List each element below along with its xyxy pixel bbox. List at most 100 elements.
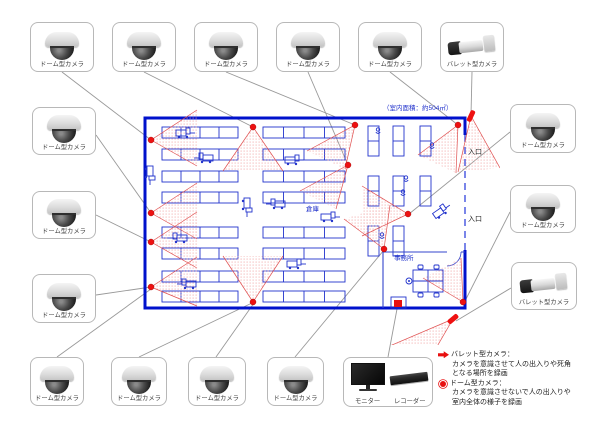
legend-bullet-desc-1: カメラを意識させて人の出入りや死角 — [452, 360, 571, 368]
bullet-camera-legend-icon — [438, 351, 449, 359]
camera-view-cone — [223, 127, 283, 171]
office-chair — [417, 292, 424, 298]
camera-view-edge — [150, 256, 198, 288]
plan-shape — [322, 219, 326, 223]
camera-label: バレット型カメラ — [446, 61, 498, 68]
dome-camera-marker — [351, 121, 359, 129]
plan-shape — [330, 211, 336, 219]
dome-camera-icon — [200, 366, 234, 394]
recorder-location-marker — [394, 300, 402, 307]
plan-shape — [146, 165, 154, 177]
camera-label: ドーム型カメラ — [42, 312, 86, 319]
camera-view-edge — [391, 318, 454, 345]
plan-shape — [241, 207, 245, 211]
plan-shape — [400, 189, 406, 194]
plan-shape — [241, 199, 245, 203]
camera-box-right-3-bullet: バレット型カメラ — [511, 262, 577, 310]
plan-shape — [172, 232, 178, 240]
camera-view-edge — [150, 286, 198, 307]
dome-camera-marker — [147, 136, 155, 144]
dome-camera-marker — [404, 210, 412, 218]
dome-camera-icon — [47, 283, 81, 311]
plan-shape — [198, 152, 204, 160]
camera-view-edge — [150, 139, 198, 167]
recorder-icon — [389, 371, 429, 388]
camera-view-cone — [344, 205, 390, 249]
person-icon — [379, 232, 385, 239]
plan-shape — [403, 179, 409, 182]
dome-camera-legend-icon — [440, 380, 446, 387]
plan-shape — [296, 266, 300, 270]
plan-shape — [181, 278, 187, 286]
dome-camera-icon — [526, 113, 560, 141]
camera-box-bottom-4: ドーム型カメラ — [267, 357, 324, 406]
person-icon — [375, 127, 381, 134]
plan-shape — [191, 286, 195, 290]
camera-label: ドーム型カメラ — [35, 395, 79, 402]
dome-camera-marker — [147, 209, 155, 217]
plan-shape — [148, 175, 156, 181]
camera-label: ドーム型カメラ — [40, 61, 84, 68]
plan-shape — [288, 266, 292, 270]
camera-label: ドーム型カメラ — [521, 142, 565, 149]
legend-bullet-row: バレット型カメラ： — [438, 350, 604, 360]
camera-label: バレット型カメラ — [518, 299, 570, 306]
camera-view-cone — [151, 110, 197, 166]
dome-camera-icon — [373, 32, 407, 60]
camera-view-edge — [361, 185, 409, 215]
connector-line — [95, 286, 152, 296]
connector-line — [470, 71, 473, 116]
camera-view-edge — [252, 126, 284, 172]
camera-view-edge — [457, 115, 472, 173]
camera-view-cone — [423, 258, 463, 302]
monitor-icon — [351, 363, 385, 393]
forklift-icon — [144, 165, 156, 185]
dome-camera-marker — [454, 121, 462, 129]
camera-label: ドーム型カメラ — [42, 228, 86, 235]
forklift-icon — [320, 211, 340, 223]
plan-shape — [400, 193, 406, 196]
camera-view-cone — [418, 125, 458, 173]
forklift-icon — [284, 154, 304, 166]
camera-label: ドーム型カメラ — [195, 395, 239, 402]
camera-label: ドーム型カメラ — [521, 222, 565, 229]
camera-view-edge — [470, 115, 500, 169]
connector-line — [408, 131, 511, 215]
legend: バレット型カメラ： カメラを意識させて人の出入りや死角 となる場所を録画 ドーム… — [438, 350, 604, 408]
entrance-2-label: 入口 — [468, 216, 482, 223]
camera-box-left-1: ドーム型カメラ — [32, 107, 96, 155]
recorder-location-box — [390, 296, 407, 309]
dome-camera-icon — [45, 32, 79, 60]
connector-line — [455, 287, 512, 322]
camera-box-right-1: ドーム型カメラ — [510, 104, 576, 153]
camera-box-left-2: ドーム型カメラ — [32, 191, 96, 239]
entrance-1-label: 入口 — [468, 149, 482, 156]
camera-box-top-2: ドーム型カメラ — [112, 22, 176, 72]
plan-shape — [144, 175, 148, 179]
plan-shape — [294, 154, 300, 162]
camera-view-edge — [460, 257, 464, 303]
camera-view-edge — [335, 164, 349, 210]
office-person-icon — [408, 280, 410, 282]
legend-bullet-desc-2: となる場所を録画 — [452, 370, 508, 378]
plan-shape — [272, 206, 276, 210]
dome-camera-marker — [380, 245, 388, 253]
dome-camera-marker — [344, 161, 352, 169]
forklift-icon — [286, 258, 306, 270]
camera-view-edge — [306, 124, 356, 152]
dome-camera-icon — [40, 366, 74, 394]
plan-shape — [286, 260, 298, 268]
monitor-label: モニター — [355, 398, 381, 405]
camera-view-edge — [150, 109, 198, 141]
forklift-icon — [266, 198, 286, 210]
plan-shape — [243, 197, 251, 209]
dome-camera-marker — [147, 238, 155, 246]
camera-view-edge — [422, 277, 464, 303]
camera-label: ドーム型カメラ — [117, 395, 161, 402]
equipment-box: モニター レコーダー — [343, 357, 433, 407]
camera-box-bottom-1: ドーム型カメラ — [30, 357, 84, 406]
plan-shape — [379, 236, 385, 239]
plan-shape — [144, 167, 148, 171]
